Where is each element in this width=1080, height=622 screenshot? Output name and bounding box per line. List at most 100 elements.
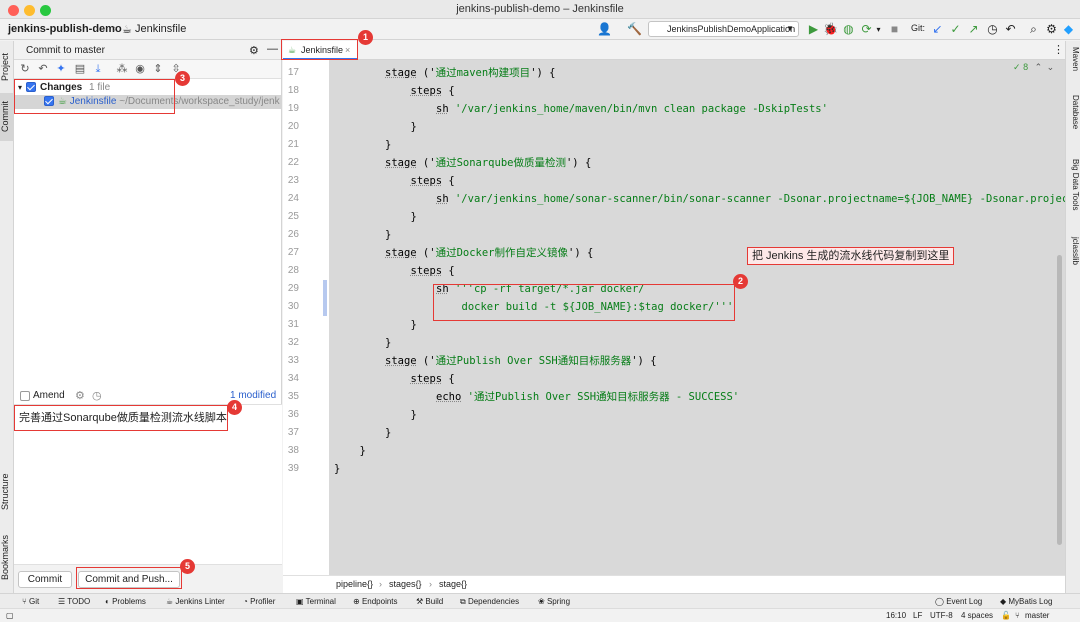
history-icon[interactable]: ◷ xyxy=(987,22,998,36)
git-update-icon[interactable]: ↙ xyxy=(932,22,943,36)
file-checkbox[interactable] xyxy=(44,96,54,107)
tool-tab-bookmarks[interactable]: Bookmarks xyxy=(0,534,10,580)
indent-setting[interactable]: 4 spaces xyxy=(961,611,994,620)
code-line[interactable]: steps { xyxy=(411,82,455,100)
tool-tab-maven[interactable]: Maven xyxy=(1071,47,1080,72)
profile-icon[interactable]: ⟳ xyxy=(861,22,872,36)
expand-all-icon[interactable]: ⇕ xyxy=(153,63,163,75)
zoom-window-button[interactable] xyxy=(40,5,51,16)
settings-gear-icon[interactable]: ⚙ xyxy=(1046,22,1057,36)
search-icon[interactable]: ⌕ xyxy=(1030,22,1037,36)
tool-dependencies[interactable]: ⧉ Dependencies xyxy=(460,597,520,606)
refresh-icon[interactable]: ↻ xyxy=(20,63,30,75)
caret-position[interactable]: 16:10 xyxy=(886,611,907,620)
show-options-eye-icon[interactable]: ◉ xyxy=(135,63,145,75)
git-commit-icon[interactable]: ✓ xyxy=(950,22,961,36)
code-line[interactable]: sh '/var/jenkins_home/maven/bin/mvn clea… xyxy=(436,100,828,118)
tool-todo[interactable]: ☰ TODO xyxy=(58,597,91,606)
code-line[interactable]: steps { xyxy=(411,172,455,190)
prev-highlight-icon[interactable]: ⌃ xyxy=(1034,62,1043,72)
commit-message-field[interactable]: 完善通过Sonarqube做质量检测流水线脚本 xyxy=(14,404,282,564)
tool-tab-project[interactable]: Project xyxy=(0,53,10,82)
changes-group-row[interactable]: ▾Changes 1 file xyxy=(18,81,110,95)
code-line[interactable]: echo '通过Publish Over SSH通知目标服务器 - SUCCES… xyxy=(436,388,739,406)
amend-label[interactable]: Amend xyxy=(33,390,65,401)
editor-scrollbar[interactable] xyxy=(1057,255,1062,545)
code-line[interactable]: } xyxy=(411,406,417,424)
tool-git[interactable]: ⑂ Git xyxy=(22,597,40,606)
code-line[interactable]: docker build -t ${JOB_NAME}:$tag docker/… xyxy=(462,298,734,316)
git-branch[interactable]: master xyxy=(1025,611,1050,620)
breadcrumb-stage[interactable]: stage{} xyxy=(439,579,468,589)
group-by-icon[interactable]: ⁂ xyxy=(116,63,128,75)
rollback-icon[interactable]: ↶ xyxy=(38,63,48,75)
collapse-all-icon[interactable]: ⇳ xyxy=(171,63,181,75)
next-highlight-icon[interactable]: ⌄ xyxy=(1046,62,1055,72)
tool-tab-commit[interactable]: Commit xyxy=(0,93,14,141)
tool-tab-structure[interactable]: Structure xyxy=(0,473,10,511)
tool-problems[interactable]: ◐ Problems xyxy=(105,597,146,606)
close-tab-icon[interactable]: × xyxy=(345,45,351,55)
tool-profiler[interactable]: ◔ Profiler xyxy=(243,597,276,606)
tool-endpoints[interactable]: ⊕ Endpoints xyxy=(353,597,398,606)
code-line[interactable]: stage ('通过Publish Over SSH通知目标服务器') { xyxy=(385,352,657,370)
code-line[interactable]: steps { xyxy=(411,370,455,388)
code-line[interactable]: steps { xyxy=(411,262,455,280)
tool-mybatis-log[interactable]: ◆ MyBatis Log xyxy=(1000,597,1053,606)
tool-event-log[interactable]: ◯ Event Log xyxy=(935,597,983,606)
tool-tab-big-data-tools[interactable]: Big Data Tools xyxy=(1071,159,1080,211)
code-line[interactable]: } xyxy=(385,334,391,352)
changed-file-row[interactable]: ☕ Jenkinsfile ~/Documents/workspace_stud… xyxy=(14,95,282,109)
code-line[interactable]: } xyxy=(385,136,391,154)
edit-source-icon[interactable]: ▤ xyxy=(74,63,86,75)
code-line[interactable]: } xyxy=(334,460,340,478)
tool-build[interactable]: ⚒ Build xyxy=(416,597,444,606)
code-line[interactable]: } xyxy=(360,442,366,460)
commit-button[interactable]: Commit xyxy=(18,571,72,588)
tool-terminal[interactable]: ▣ Terminal xyxy=(296,597,336,606)
changes-checkbox[interactable] xyxy=(26,82,37,93)
lock-icon[interactable]: 🔓 xyxy=(1001,611,1011,620)
more-tabs-icon[interactable]: ⋮ xyxy=(1053,44,1064,56)
tool-spring[interactable]: ❀ Spring xyxy=(538,597,571,606)
status-square-icon[interactable]: ▢ xyxy=(6,611,14,620)
current-file-name[interactable]: Jenkinsfile xyxy=(135,23,187,35)
rollback-icon[interactable]: ↶ xyxy=(1005,22,1016,36)
inspection-widget[interactable]: ✓ 8 ⌃ ⌄ xyxy=(1013,62,1054,73)
modified-lines-marker[interactable] xyxy=(323,280,327,316)
code-line[interactable]: } xyxy=(411,316,417,334)
stop-icon[interactable]: ■ xyxy=(890,22,899,36)
chevron-down-icon[interactable]: ▾ xyxy=(18,83,23,92)
code-line[interactable]: sh '''cp -rf target/*.jar docker/ xyxy=(436,280,645,298)
close-window-button[interactable] xyxy=(8,5,19,16)
code-line[interactable]: } xyxy=(385,424,391,442)
code-line[interactable]: stage ('通过Docker制作自定义镜像') { xyxy=(385,244,593,262)
breadcrumb-stages[interactable]: stages{} xyxy=(389,579,422,589)
amend-checkbox[interactable] xyxy=(20,391,30,401)
git-push-icon[interactable]: ↗ xyxy=(968,22,979,36)
code-line[interactable]: } xyxy=(411,208,417,226)
code-line[interactable]: } xyxy=(385,226,391,244)
code-line[interactable]: sh '/var/jenkins_home/sonar-scanner/bin/… xyxy=(436,190,1068,208)
minimize-window-button[interactable] xyxy=(24,5,35,16)
code-line[interactable]: stage ('通过Sonarqube做质量检测') { xyxy=(385,154,591,172)
build-hammer-icon[interactable]: 🔨 xyxy=(627,22,642,36)
tab-jenkinsfile[interactable]: ☕ Jenkinsfile × xyxy=(283,41,358,60)
shelve-icon[interactable]: ⤓ xyxy=(95,63,101,75)
code-line[interactable]: stage ('通过maven构建项目') { xyxy=(385,64,555,82)
panel-settings-gear-icon[interactable]: ⚙ xyxy=(249,45,259,57)
run-config-selector[interactable]: JenkinsPublishDemoApplication ▼ xyxy=(648,21,799,37)
recent-messages-clock-icon[interactable]: ◷ xyxy=(92,390,102,402)
line-separator[interactable]: LF xyxy=(913,611,923,620)
code-area[interactable]: stage ('通过maven构建项目') {steps {sh '/var/j… xyxy=(329,60,1068,575)
breadcrumb-pipeline[interactable]: pipeline{} xyxy=(336,579,374,589)
modified-count-link[interactable]: 1 modified xyxy=(230,390,277,401)
tool-jenkins-linter[interactable]: ☕ Jenkins Linter xyxy=(166,597,225,606)
diff-icon[interactable]: ✦ xyxy=(56,63,66,75)
ide-logo-icon[interactable]: ◆ xyxy=(1063,22,1074,36)
hide-panel-icon[interactable]: — xyxy=(267,43,278,55)
file-encoding[interactable]: UTF-8 xyxy=(930,611,953,620)
user-icon[interactable]: 👤 xyxy=(597,22,612,36)
commit-and-push-button[interactable]: Commit and Push... xyxy=(78,571,180,588)
